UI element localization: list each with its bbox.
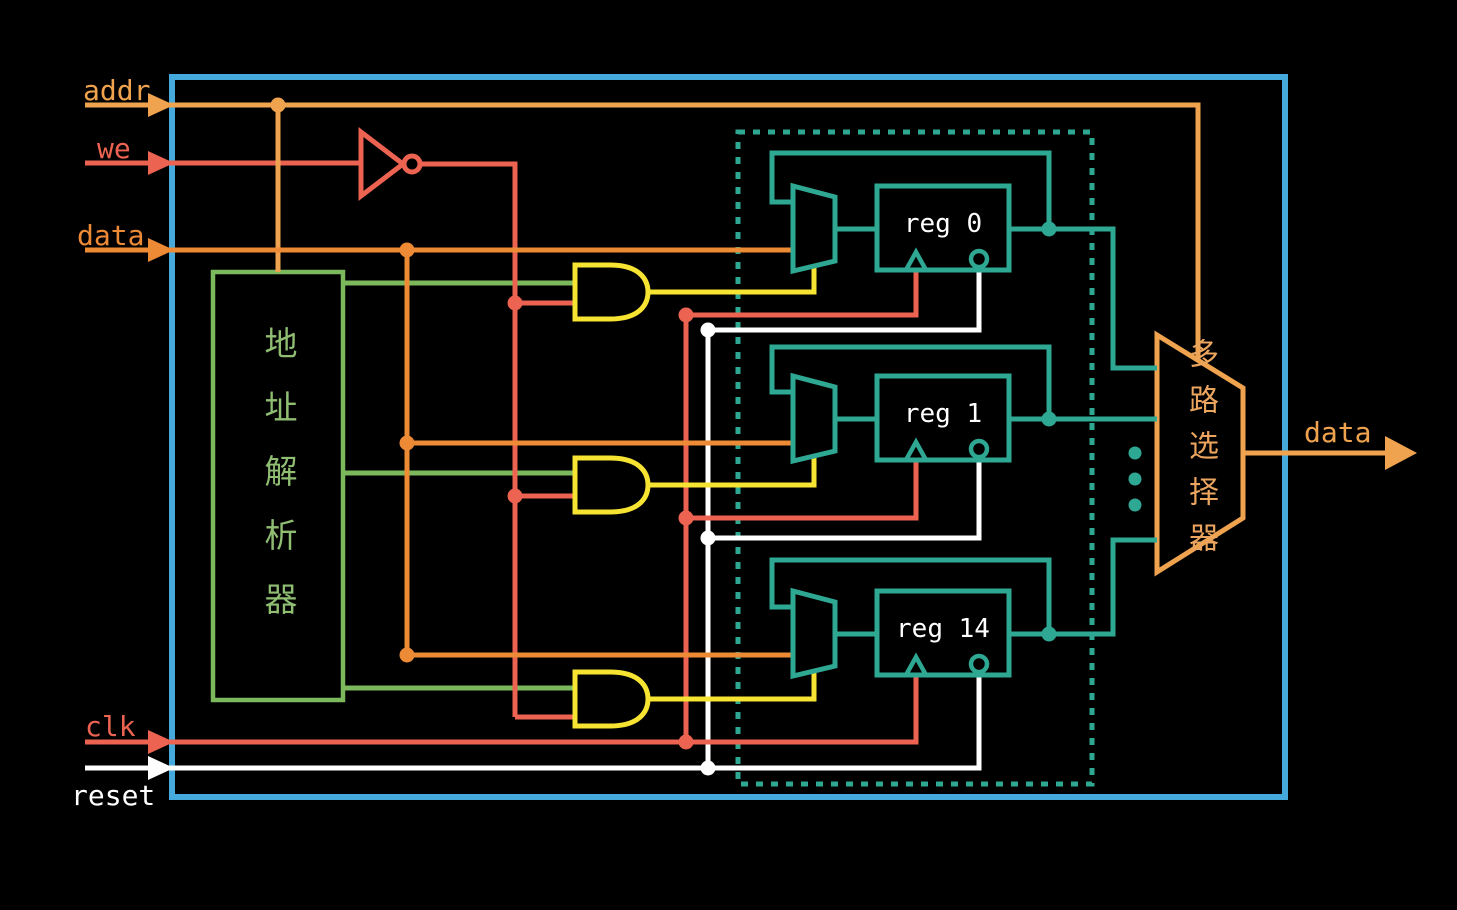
reg0-input-mux xyxy=(790,182,838,275)
reset-junction-dot xyxy=(700,760,716,776)
clk-reg0-branch xyxy=(686,270,919,318)
clk-reg1-branch xyxy=(686,460,919,521)
addr-input-label: addr xyxy=(83,74,151,107)
address-decoder-label: 地址解析器 xyxy=(259,326,298,646)
clk-junction-dot xyxy=(678,510,694,526)
clk-input-arrow-icon xyxy=(148,730,174,754)
output-mux-label-block: 多路选择器 xyxy=(1157,338,1243,568)
we-inverted-wire xyxy=(420,161,518,717)
ellipsis-dot-icon xyxy=(1128,472,1142,486)
clk-input-label: clk xyxy=(85,710,136,743)
and-gate-2 xyxy=(572,669,651,729)
data-junction-dot xyxy=(399,242,415,258)
module-border-box xyxy=(169,74,1288,800)
reg1-reset-bubble-icon xyxy=(968,438,990,460)
reset-reg0-branch xyxy=(708,267,982,333)
reg1-feedback-wire xyxy=(769,344,1052,419)
reset-junction-dot xyxy=(700,530,716,546)
reg0-output-wire xyxy=(1009,226,1157,371)
clk-junction-dot xyxy=(678,307,694,323)
reg1-clock-chevron-icon xyxy=(904,437,928,462)
we-junction-dot xyxy=(507,295,523,311)
we-junction-dot xyxy=(507,488,523,504)
register-14-label: reg 14 xyxy=(896,614,990,644)
register-1-label: reg 1 xyxy=(903,399,983,429)
data-out-arrow-icon xyxy=(1385,436,1417,470)
reset-main-wire xyxy=(85,672,982,771)
we-input-arrow-icon xyxy=(148,151,174,175)
select2-wire xyxy=(648,671,817,702)
reset-input-label: reset xyxy=(71,779,156,812)
ellipsis-dot-icon xyxy=(1128,446,1142,460)
ellipsis-dot-icon xyxy=(1128,498,1142,512)
clk-junction-dot xyxy=(678,734,694,750)
reg0-feedback-wire xyxy=(769,150,1052,229)
addr-wire xyxy=(85,102,1201,360)
select1-wire xyxy=(648,456,817,488)
reg1-output-junction-dot xyxy=(1041,411,1057,427)
we-input-label: we xyxy=(97,132,131,165)
data-output-label: data xyxy=(1304,416,1372,449)
address-decoder-label-block: 地址解析器 xyxy=(213,272,343,700)
addr-junction-dot xyxy=(270,97,286,113)
data-junction-dot xyxy=(399,435,415,451)
not-gate-bubble-icon xyxy=(401,153,423,175)
reg14-feedback-wire xyxy=(769,557,1052,634)
not-gate xyxy=(358,126,408,202)
and-gate-0 xyxy=(572,262,651,322)
data-junction-dot xyxy=(399,647,415,663)
reset-junction-dot xyxy=(700,322,716,338)
reset-input-arrow-icon xyxy=(148,756,174,780)
reg0-output-junction-dot xyxy=(1041,221,1057,237)
data-input-label: data xyxy=(77,219,145,252)
reg14-output-junction-dot xyxy=(1041,626,1057,642)
addr-input-arrow-icon xyxy=(148,93,174,117)
reg14-input-mux xyxy=(790,587,838,680)
register-0-label: reg 0 xyxy=(903,209,983,239)
reg0-clock-chevron-icon xyxy=(904,247,928,272)
data-input-arrow-icon xyxy=(148,238,174,262)
clk-main-wire xyxy=(85,675,919,745)
reg14-reset-bubble-icon xyxy=(968,653,990,675)
reg0-reset-bubble-icon xyxy=(968,248,990,270)
output-mux-label: 多路选择器 xyxy=(1183,338,1218,568)
reg14-clock-chevron-icon xyxy=(904,652,928,677)
register-bank-dotted-box xyxy=(735,129,1095,787)
reg1-input-mux xyxy=(790,372,838,465)
select0-wire xyxy=(648,266,817,295)
and-gate-1 xyxy=(572,455,651,515)
reset-reg1-branch xyxy=(708,457,982,541)
output-mux-trapezoid xyxy=(1154,330,1246,577)
reg14-output-wire xyxy=(1009,537,1157,637)
